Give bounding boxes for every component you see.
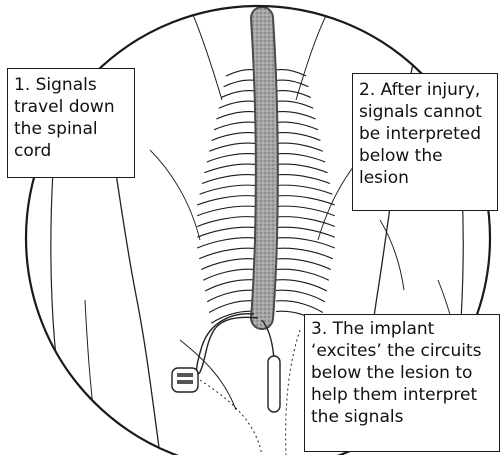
- callout-signals-line: 1. Signals: [14, 74, 128, 96]
- nerve-branch-right: [276, 290, 325, 302]
- nerve-branch-right: [276, 206, 335, 216]
- nerve-branch-right: [276, 80, 308, 87]
- callout-implant-line: 3. The implant: [311, 318, 493, 340]
- callout-injury-line: below the: [359, 145, 491, 167]
- nerve-branch-right: [276, 91, 311, 98]
- callout-injury: 2. After injury, signals cannot be inter…: [352, 73, 498, 211]
- nerve-branch-left: [202, 175, 256, 184]
- nerve-branch-left: [209, 143, 256, 151]
- nerve-branch-right: [276, 101, 313, 108]
- nerve-branch-right: [276, 217, 335, 227]
- nerve-branch-right: [276, 280, 327, 291]
- nerve-branch-left: [201, 259, 256, 270]
- callout-injury-line: lesion: [359, 167, 491, 189]
- nerve-branch-left: [204, 164, 256, 173]
- nerve-branch-left: [224, 80, 256, 87]
- callout-signals-line: travel down: [14, 96, 128, 118]
- nerve-branch-left: [200, 185, 256, 194]
- callout-signals-line: cord: [14, 140, 128, 162]
- nerve-branch-right: [276, 196, 335, 205]
- pulse-generator-icon: [172, 368, 198, 392]
- nerve-branch-right: [276, 112, 316, 119]
- nerve-branch-left: [226, 70, 256, 76]
- nerve-branch-left: [214, 122, 256, 130]
- nerve-branch-right: [276, 143, 323, 151]
- nerve-branch-left: [205, 280, 256, 291]
- nerve-branch-right: [276, 238, 335, 248]
- callout-signals: 1. Signals travel down the spinal cord: [7, 68, 135, 178]
- nerve-branch-right: [276, 248, 333, 259]
- nerve-branch-right: [276, 175, 330, 184]
- nerve-branch-right: [276, 164, 328, 173]
- nerve-branch-left: [216, 112, 256, 119]
- nerve-branch-right: [276, 70, 306, 76]
- callout-implant-line: below the lesion to: [311, 362, 493, 384]
- nerve-branch-right: [276, 133, 320, 141]
- nerve-branch-left: [197, 206, 256, 216]
- nerve-branch-right: [276, 185, 332, 194]
- callout-injury-line: 2. After injury,: [359, 79, 491, 101]
- callout-implant-line: ‘excites’ the circuits: [311, 340, 493, 362]
- nerve-branch-left: [203, 269, 256, 280]
- callout-signals-line: the spinal: [14, 118, 128, 140]
- nerve-branch-left: [199, 248, 256, 259]
- callout-implant-line: the signals: [311, 406, 493, 428]
- nerve-branch-right: [276, 269, 329, 280]
- nerve-branch-left: [197, 196, 256, 205]
- nerve-branch-right: [276, 122, 318, 130]
- callout-injury-line: signals cannot: [359, 101, 491, 123]
- nerve-branch-left: [212, 133, 256, 141]
- callout-implant: 3. The implant ‘excites’ the circuits be…: [304, 314, 500, 452]
- nerve-branch-left: [221, 91, 256, 98]
- nerve-branch-right: [276, 227, 335, 237]
- callout-implant-line: help them interpret: [311, 384, 493, 406]
- nerve-branch-right: [276, 154, 325, 162]
- nerve-branch-right: [276, 259, 331, 270]
- nerve-branch-left: [219, 101, 256, 108]
- implant-wire: [197, 314, 259, 374]
- nerve-branch-left: [197, 217, 256, 227]
- callout-injury-line: be interpreted: [359, 123, 491, 145]
- implant-electrode: [268, 356, 280, 412]
- nerve-branch-left: [207, 154, 256, 162]
- nerve-branch-left: [197, 227, 256, 237]
- nerve-branch-left: [207, 290, 256, 302]
- nerve-branch-left: [197, 238, 256, 248]
